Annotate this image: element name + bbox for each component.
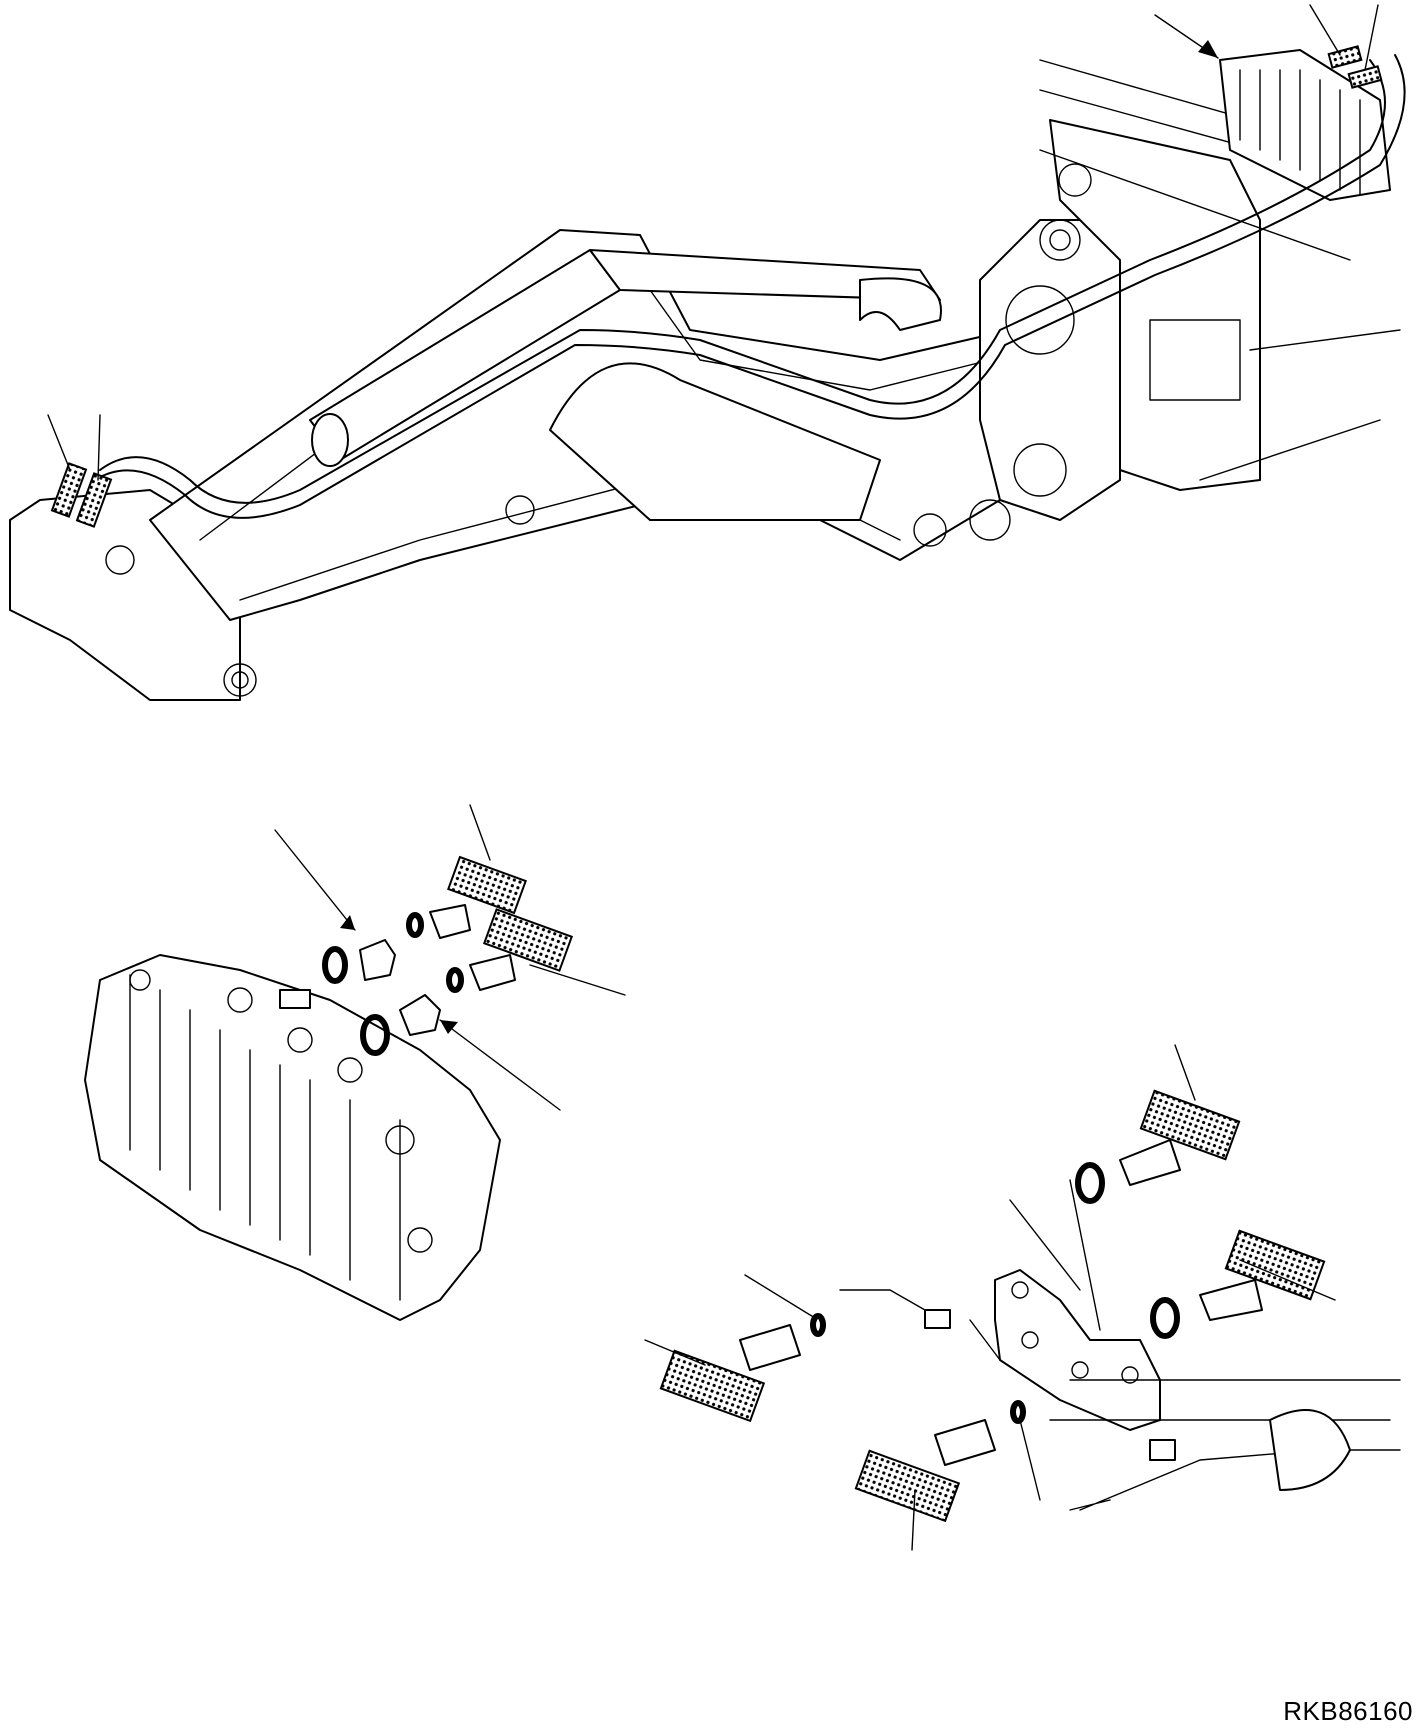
middle-leader-lines: [274, 804, 626, 1111]
fitting-set-lower: [360, 908, 574, 1056]
hose-upper-right: [1075, 1089, 1241, 1204]
hose-bottom-adapter: [854, 1400, 1026, 1523]
bottom-leader-lines: [644, 1044, 1336, 1551]
drawing-code: RKB86160: [1283, 1696, 1413, 1726]
hose-middle-right: [1150, 1229, 1326, 1339]
top-leader-lines: [47, 4, 1379, 481]
bracket-detail: [839, 1269, 1401, 1511]
hose-left-adapter: [659, 1313, 826, 1423]
control-valve-detail: [84, 954, 501, 1321]
fitting-set-upper: [322, 855, 527, 984]
boom-assembly: [9, 45, 1406, 701]
